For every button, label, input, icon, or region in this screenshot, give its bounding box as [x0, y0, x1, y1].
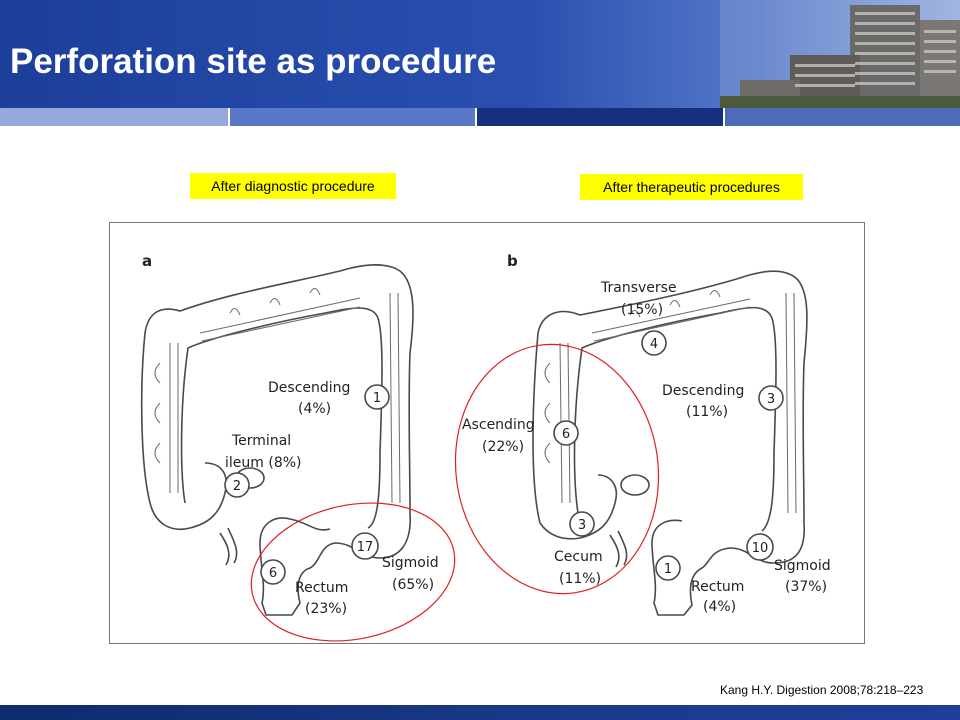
panel-a-sigmoid-count: 17	[357, 540, 374, 555]
panel-b-descending-count: 3	[767, 392, 775, 407]
panel-b-transverse-name: Transverse	[600, 280, 677, 296]
panel-a-sigmoid-pct: (65%)	[392, 577, 434, 593]
panel-a-ileum-line: ileum (8%)	[225, 455, 302, 471]
panel-b-descending-name: Descending	[662, 383, 744, 399]
panel-a-terminal-name: Terminal	[231, 433, 291, 449]
panel-b-rectum-name: Rectum	[691, 579, 744, 595]
panel-b-cecum-name: Cecum	[554, 549, 603, 565]
colon-diagram: .colon { fill: none; stroke: #4a4a4a; st…	[140, 252, 831, 642]
panel-a-terminal-count: 2	[233, 479, 241, 494]
panel-b-rectum-count: 1	[664, 562, 672, 577]
citation: Kang H.Y. Digestion 2008;78:218–223	[720, 683, 924, 697]
panel-b-sigmoid-pct: (37%)	[785, 579, 827, 595]
panel-a-rectum-count-circle	[260, 559, 286, 585]
panel-a-descending-name: Descending	[268, 380, 350, 396]
panel-b-rectum-count-circle	[655, 555, 681, 581]
panel-b-sigmoid-count: 10	[752, 541, 769, 556]
colon-figure: .colon { fill: none; stroke: #4a4a4a; st…	[109, 222, 865, 644]
panel-a-rectum-count: 6	[269, 566, 277, 581]
panel-b-cecum-count: 3	[578, 518, 586, 533]
panel-b-ascending-pct: (22%)	[482, 439, 524, 455]
panel-a-descending-pct: (4%)	[298, 401, 331, 417]
panel-a-terminal-count-circle	[224, 472, 250, 498]
panel-b-descending-count-circle	[758, 385, 784, 411]
panel-a-letter: a	[142, 252, 152, 270]
panel-b-rectum-pct: (4%)	[703, 599, 736, 615]
panel-b-sigmoid-count-circle	[746, 533, 774, 561]
panel-b-sigmoid-name: Sigmoid	[774, 558, 831, 574]
therapeutic-label: After therapeutic procedures	[580, 174, 803, 200]
header-stripes	[0, 108, 960, 126]
panel-b-transverse-pct: (15%)	[621, 302, 663, 318]
panel-a-descending-count-circle	[364, 384, 390, 410]
panel-a-rectum-pct: (23%)	[305, 601, 347, 617]
footer-bar	[0, 705, 960, 720]
panel-b-cecum-pct: (11%)	[559, 571, 601, 587]
diagnostic-label: After diagnostic procedure	[190, 173, 396, 199]
panel-b-ascending-name: Ascending	[462, 417, 535, 433]
panel-b-letter: b	[507, 252, 518, 270]
panel-b-highlight-circle	[454, 343, 660, 595]
panel-a-sigmoid-count-circle	[351, 532, 379, 560]
panel-a-sigmoid-name: Sigmoid	[382, 555, 439, 571]
slide-title: Perforation site as procedure	[10, 42, 497, 81]
hospital-building-image	[720, 0, 960, 108]
panel-b-ascending-count: 6	[562, 427, 570, 442]
slide-header: Perforation site as procedure	[0, 0, 960, 108]
panel-b-descending-pct: (11%)	[686, 404, 728, 420]
panel-b-cecum-count-circle	[569, 511, 595, 537]
panel-b-transverse-count: 4	[650, 337, 658, 352]
panel-a-descending-count: 1	[373, 391, 381, 406]
panel-a-rectum-name: Rectum	[295, 580, 348, 596]
panel-b-transverse-count-circle	[641, 330, 667, 356]
panel-a-highlight-circle	[250, 502, 456, 642]
panel-b-ascending-count-circle	[553, 420, 579, 446]
